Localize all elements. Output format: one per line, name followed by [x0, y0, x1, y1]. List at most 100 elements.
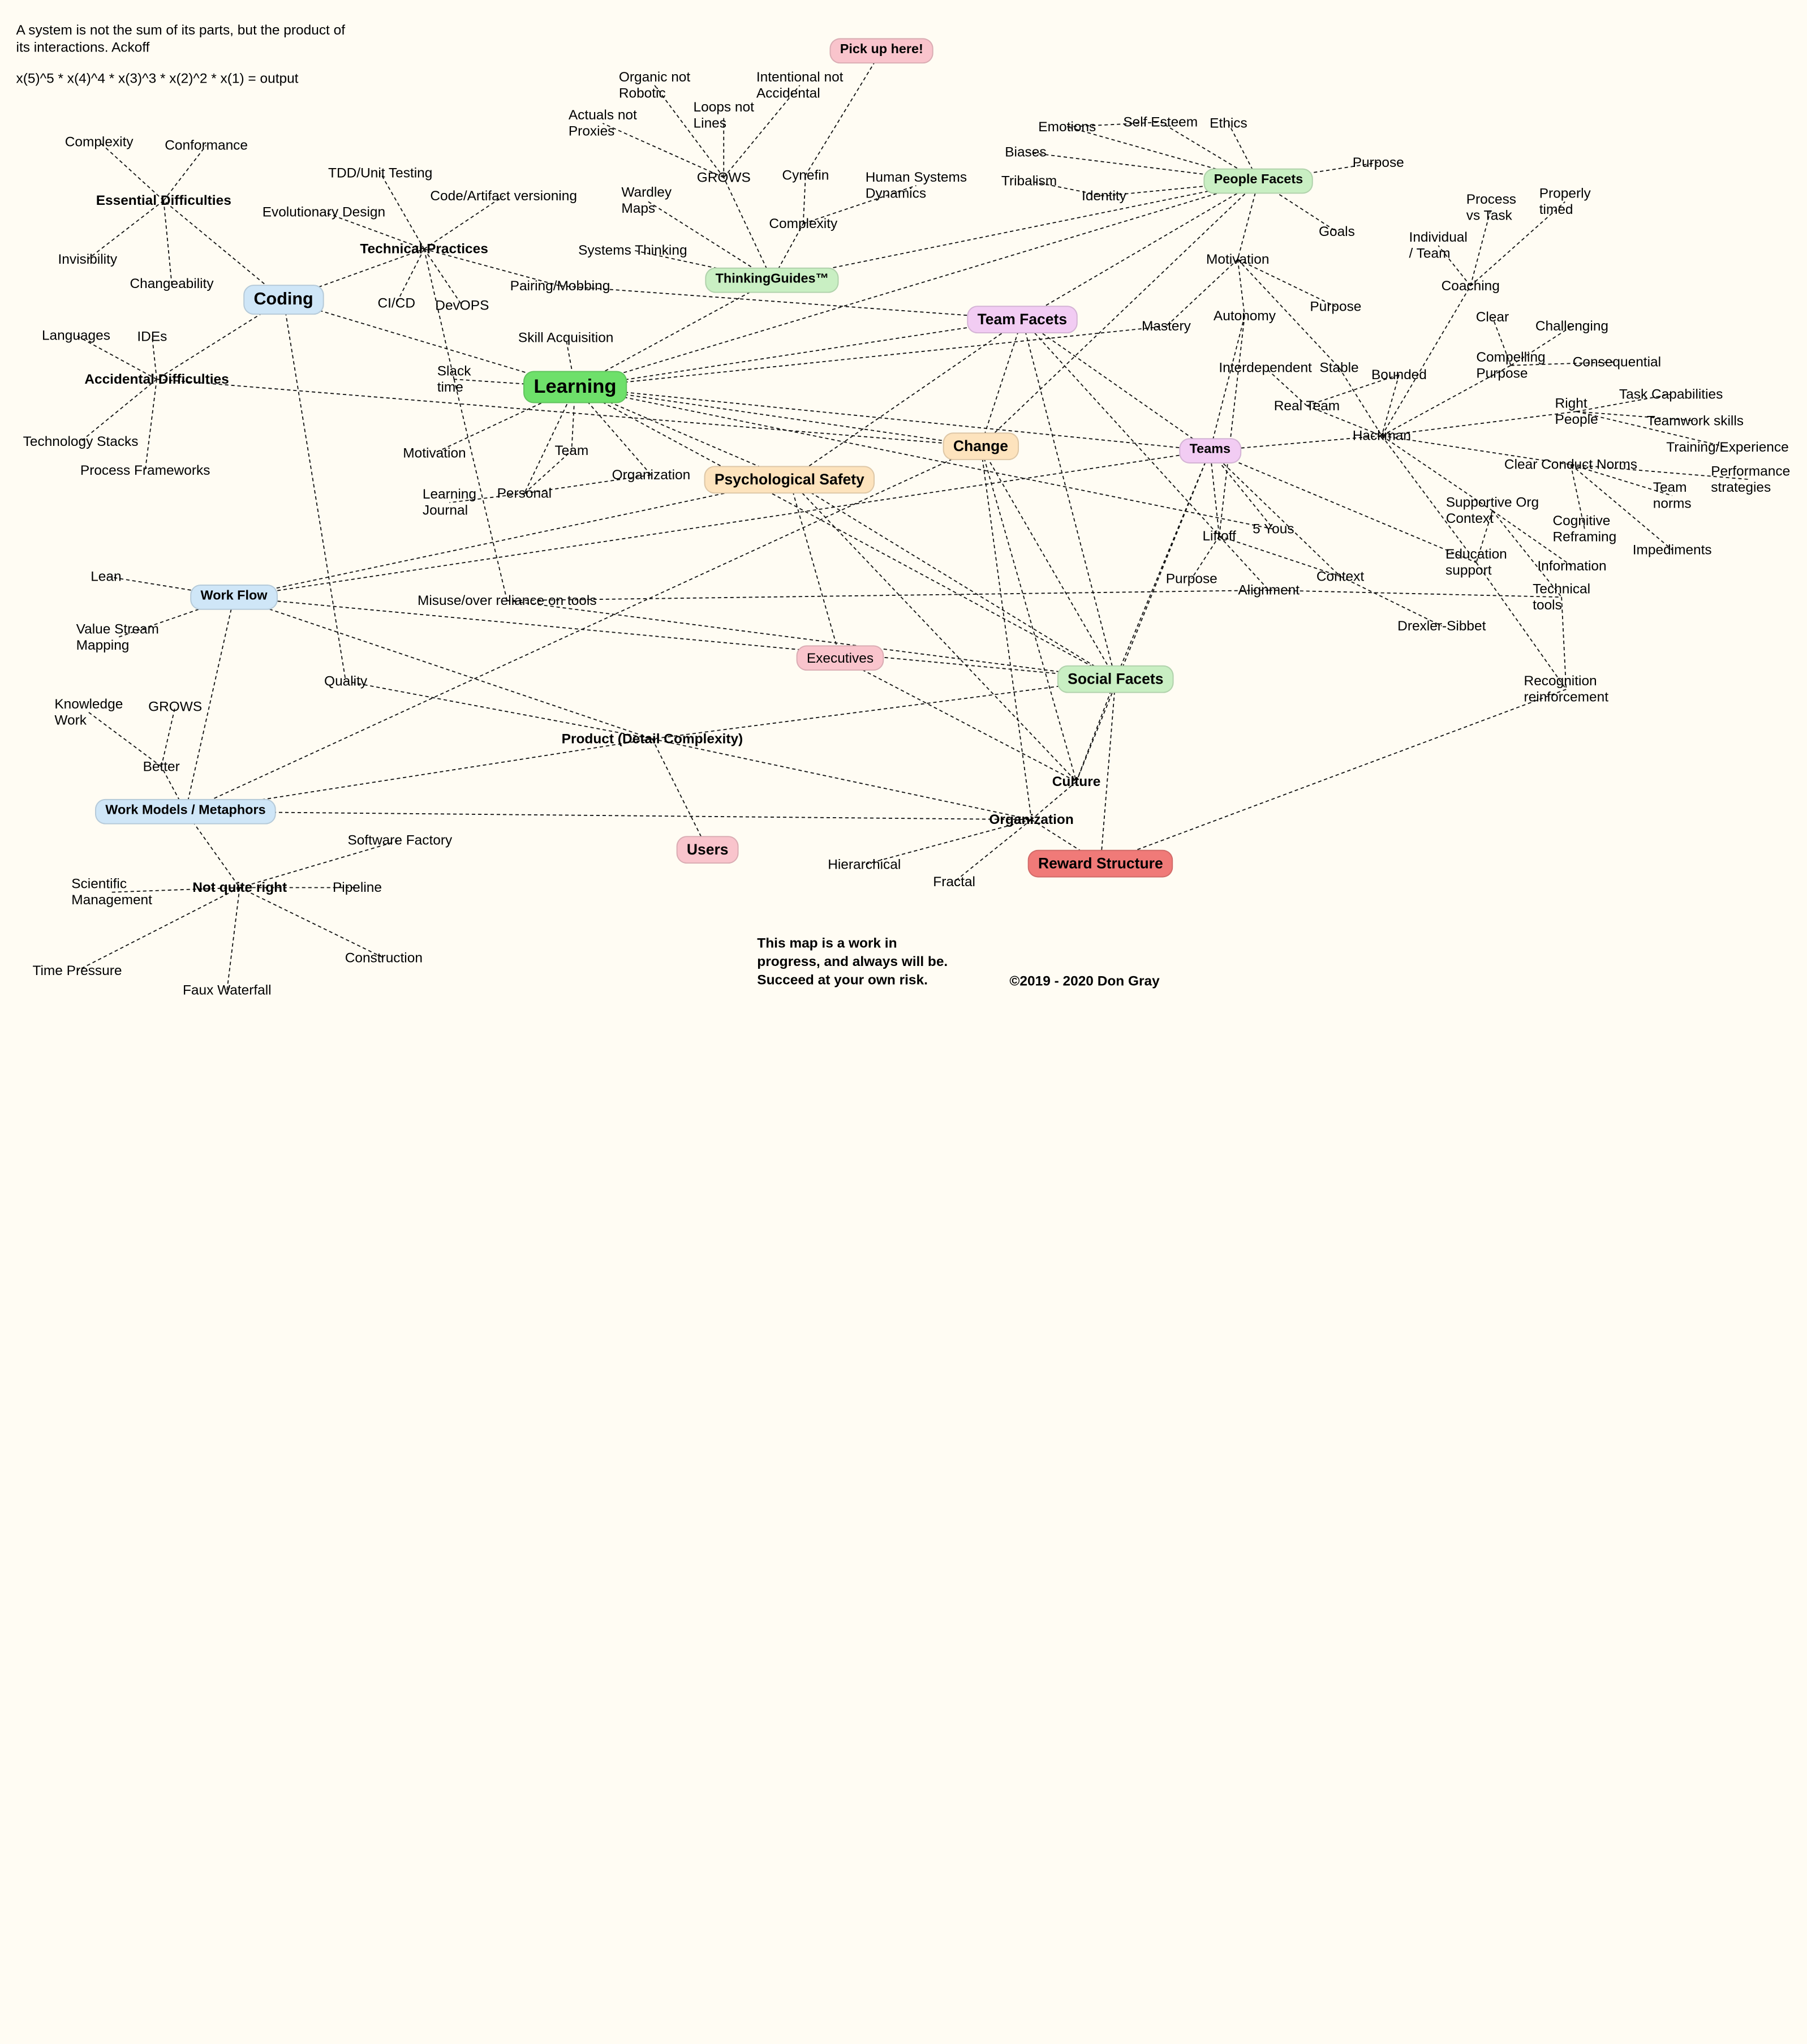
node-context[interactable]: Context: [1316, 568, 1365, 585]
node-lean[interactable]: Lean: [91, 568, 122, 585]
node-grows1[interactable]: GROWS: [696, 169, 751, 186]
node-purpose2[interactable]: Purpose: [1310, 298, 1362, 315]
node-goals[interactable]: Goals: [1318, 223, 1355, 240]
node-languages[interactable]: Languages: [41, 327, 110, 343]
node-clear[interactable]: Clear: [1475, 308, 1509, 325]
node-properly-timed[interactable]: Properly timed: [1539, 185, 1591, 218]
node-faux-waterfall[interactable]: Faux Waterfall: [182, 982, 272, 998]
node-liftoff[interactable]: Liftoff: [1202, 527, 1236, 544]
node-autonomy[interactable]: Autonomy: [1213, 307, 1276, 324]
node-motivation1[interactable]: Motivation: [1206, 251, 1270, 268]
node-training[interactable]: Training/Experience: [1666, 439, 1789, 456]
node-psych-safety[interactable]: Psychological Safety: [704, 466, 875, 493]
node-tdd[interactable]: TDD/Unit Testing: [328, 164, 433, 181]
node-organic[interactable]: Organic not Robotic: [618, 68, 691, 102]
node-hierarchical[interactable]: Hierarchical: [828, 856, 901, 873]
node-essential[interactable]: Essential Difficulties: [96, 192, 231, 209]
node-tribalism[interactable]: Tribalism: [1001, 173, 1057, 189]
node-stable[interactable]: Stable: [1319, 359, 1359, 376]
node-invisibility[interactable]: Invisibility: [58, 251, 118, 268]
node-task-cap[interactable]: Task Capabilities: [1619, 385, 1723, 402]
node-intentional[interactable]: Intentional not Accidental: [756, 68, 844, 102]
node-performance[interactable]: Performance strategies: [1711, 463, 1791, 496]
node-self-esteem[interactable]: Self Esteem: [1123, 114, 1198, 130]
node-tech-stacks[interactable]: Technology Stacks: [23, 433, 139, 450]
node-tech-practices[interactable]: Technical Practices: [360, 241, 488, 257]
node-wardley[interactable]: Wardley Maps: [621, 184, 672, 217]
node-right-people[interactable]: Right People: [1555, 394, 1598, 428]
node-work-models[interactable]: Work Models / Metaphors: [94, 798, 276, 825]
node-conduct-norms[interactable]: Clear Conduct Norms: [1504, 456, 1637, 473]
node-supportive[interactable]: Supportive Org Context: [1445, 494, 1539, 527]
node-mastery[interactable]: Mastery: [1141, 317, 1191, 334]
node-process-task[interactable]: Process vs Task: [1466, 191, 1517, 224]
node-drexler[interactable]: Drexler-Sibbet: [1397, 617, 1486, 634]
node-culture[interactable]: Culture: [1052, 773, 1101, 789]
node-code-version[interactable]: Code/Artifact versioning: [430, 187, 577, 204]
node-consequential[interactable]: Consequential: [1572, 353, 1662, 370]
node-quality[interactable]: Quality: [324, 673, 368, 689]
node-individual-team[interactable]: Individual / Team: [1409, 229, 1468, 262]
node-coaching[interactable]: Coaching: [1441, 277, 1500, 294]
node-motivation2[interactable]: Motivation: [403, 444, 466, 461]
node-teamwork[interactable]: Teamwork skills: [1646, 412, 1744, 429]
node-alignment[interactable]: Alignment: [1238, 582, 1300, 598]
node-evo-design[interactable]: Evolutionary Design: [262, 204, 386, 220]
node-change[interactable]: Change: [943, 432, 1019, 460]
node-team-facets[interactable]: Team Facets: [967, 306, 1078, 333]
node-interdependent[interactable]: Interdependent: [1219, 359, 1312, 376]
node-people-facets[interactable]: People Facets: [1203, 168, 1314, 194]
node-real-team[interactable]: Real Team: [1273, 397, 1340, 414]
node-education[interactable]: Education support: [1445, 546, 1507, 579]
node-organization2[interactable]: Organization: [989, 811, 1074, 828]
node-emotions[interactable]: Emotions: [1038, 118, 1096, 135]
node-cognitive[interactable]: Cognitive Reframing: [1552, 512, 1617, 546]
node-identity[interactable]: Identity: [1082, 187, 1126, 204]
node-knowledge-work[interactable]: Knowledge Work: [54, 695, 123, 729]
node-work-flow[interactable]: Work Flow: [190, 584, 278, 610]
node-bounded[interactable]: Bounded: [1371, 366, 1427, 383]
node-ides[interactable]: IDEs: [137, 328, 167, 345]
node-purpose3[interactable]: Purpose: [1165, 570, 1217, 587]
node-cicd[interactable]: CI/CD: [377, 295, 416, 311]
node-cynefin[interactable]: Cynefin: [782, 166, 829, 183]
node-devops[interactable]: DevOPS: [435, 297, 489, 314]
node-recognition[interactable]: Recognition reinforcement: [1524, 672, 1609, 706]
node-hackman[interactable]: Hackman: [1352, 427, 1411, 444]
node-misuse[interactable]: Misuse/over reliance on tools: [417, 592, 597, 609]
node-challenging[interactable]: Challenging: [1535, 317, 1609, 334]
node-personal[interactable]: Personal: [497, 485, 552, 501]
node-skill-acq[interactable]: Skill Acquisition: [518, 329, 614, 346]
node-value-stream[interactable]: Value Stream Mapping: [76, 621, 159, 654]
node-time-pressure[interactable]: Time Pressure: [32, 962, 122, 979]
node-conformance[interactable]: Conformance: [165, 137, 248, 153]
node-changeability[interactable]: Changeability: [130, 275, 214, 291]
node-technical-tools[interactable]: Technical tools: [1533, 580, 1591, 613]
node-team-norms[interactable]: Team norms: [1653, 479, 1692, 512]
node-ethics[interactable]: Ethics: [1210, 115, 1247, 131]
node-sci-mgmt[interactable]: Scientific Management: [71, 875, 152, 909]
node-biases[interactable]: Biases: [1005, 144, 1047, 160]
node-complexity2[interactable]: Complexity: [769, 215, 838, 232]
node-compelling[interactable]: Compelling Purpose: [1476, 349, 1546, 382]
node-learning[interactable]: Learning: [523, 371, 627, 404]
node-slack[interactable]: Slack time: [437, 362, 471, 396]
node-users[interactable]: Users: [676, 836, 739, 864]
node-coding[interactable]: Coding: [243, 285, 324, 315]
node-actuals[interactable]: Actuals not Proxies: [568, 106, 637, 140]
node-team1[interactable]: Team: [554, 442, 589, 459]
node-thinkingguides[interactable]: ThinkingGuides™: [705, 267, 840, 293]
node-organization1[interactable]: Organization: [612, 466, 691, 483]
node-teams[interactable]: Teams: [1179, 438, 1241, 463]
node-learning-journal[interactable]: Learning Journal: [422, 486, 477, 519]
node-pipeline[interactable]: Pipeline: [332, 879, 382, 896]
node-construction[interactable]: Construction: [345, 950, 423, 966]
node-reward[interactable]: Reward Structure: [1027, 849, 1174, 877]
node-information[interactable]: Information: [1537, 557, 1607, 574]
node-human-sys[interactable]: Human Systems Dynamics: [865, 169, 967, 202]
node-executives[interactable]: Executives: [796, 645, 884, 671]
node-loops[interactable]: Loops not Lines: [693, 98, 754, 132]
node-better[interactable]: Better: [143, 758, 180, 775]
node-software-factory[interactable]: Software Factory: [347, 832, 453, 848]
node-not-quite-right[interactable]: Not quite right: [192, 879, 287, 896]
